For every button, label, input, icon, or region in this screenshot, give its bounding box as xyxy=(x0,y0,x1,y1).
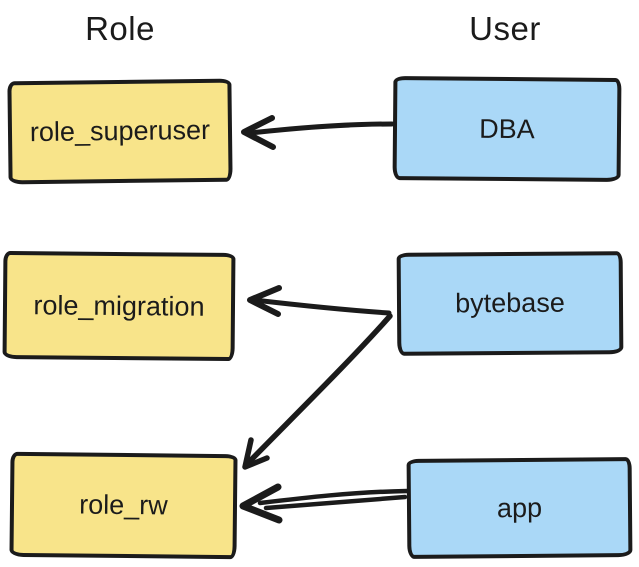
node-label: role_migration xyxy=(33,289,205,322)
node-app: app xyxy=(406,457,633,559)
arrow-bytebase-to-role-rw xyxy=(242,313,393,470)
arrow-bytebase-to-role-migration xyxy=(247,285,392,317)
node-role-rw: role_rw xyxy=(9,451,238,560)
arrow-dba-to-role-superuser xyxy=(241,115,395,150)
column-title-role: Role xyxy=(85,10,155,47)
node-label: app xyxy=(496,492,543,523)
arrow-app-to-role-rw xyxy=(239,483,410,524)
node-label: DBA xyxy=(479,113,535,144)
node-role-superuser: role_superuser xyxy=(7,78,233,185)
node-dba: DBA xyxy=(392,76,622,182)
node-label: role_rw xyxy=(79,489,168,521)
node-label: bytebase xyxy=(455,287,565,319)
column-title-user: User xyxy=(469,10,541,47)
node-bytebase: bytebase xyxy=(396,251,624,356)
node-label: role_superuser xyxy=(29,114,211,148)
node-role-migration: role_migration xyxy=(2,250,236,362)
